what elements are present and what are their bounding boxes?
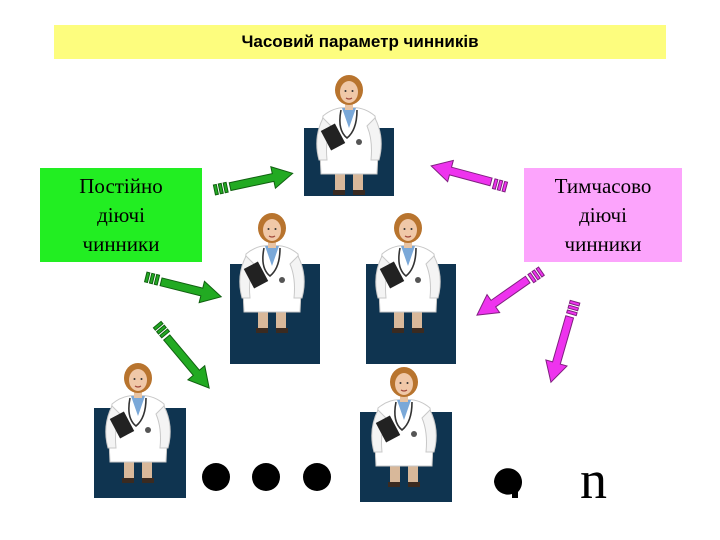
- ellipsis-dot: [202, 463, 230, 491]
- magenta-arrow-bottom: [545, 299, 581, 384]
- diagram-title: Часовий параметр чинників: [54, 25, 666, 59]
- doctor-card-bottom-left: [94, 362, 186, 498]
- ellipsis-dot: [303, 463, 331, 491]
- doctor-card-middle-left: [230, 212, 320, 364]
- green-arrow-top: [212, 165, 294, 196]
- green-arrow-bottom: [152, 320, 210, 389]
- doctor-card-bottom-right: [360, 366, 452, 502]
- temporary-factors-box: Тимчасово діючі чинники: [524, 168, 682, 262]
- n-label: n: [580, 450, 607, 510]
- doctor-card-top: [304, 74, 394, 196]
- permanent-factors-box: Постійно діючі чинники: [40, 168, 202, 262]
- ellipsis-dot: [494, 468, 522, 498]
- ellipsis-dot: [252, 463, 280, 491]
- ellipsis-dots: [202, 463, 522, 498]
- doctor-card-middle-right: [366, 212, 456, 364]
- magenta-arrow-middle: [476, 266, 545, 316]
- green-arrow-middle: [143, 271, 223, 304]
- magenta-arrow-top: [430, 159, 509, 193]
